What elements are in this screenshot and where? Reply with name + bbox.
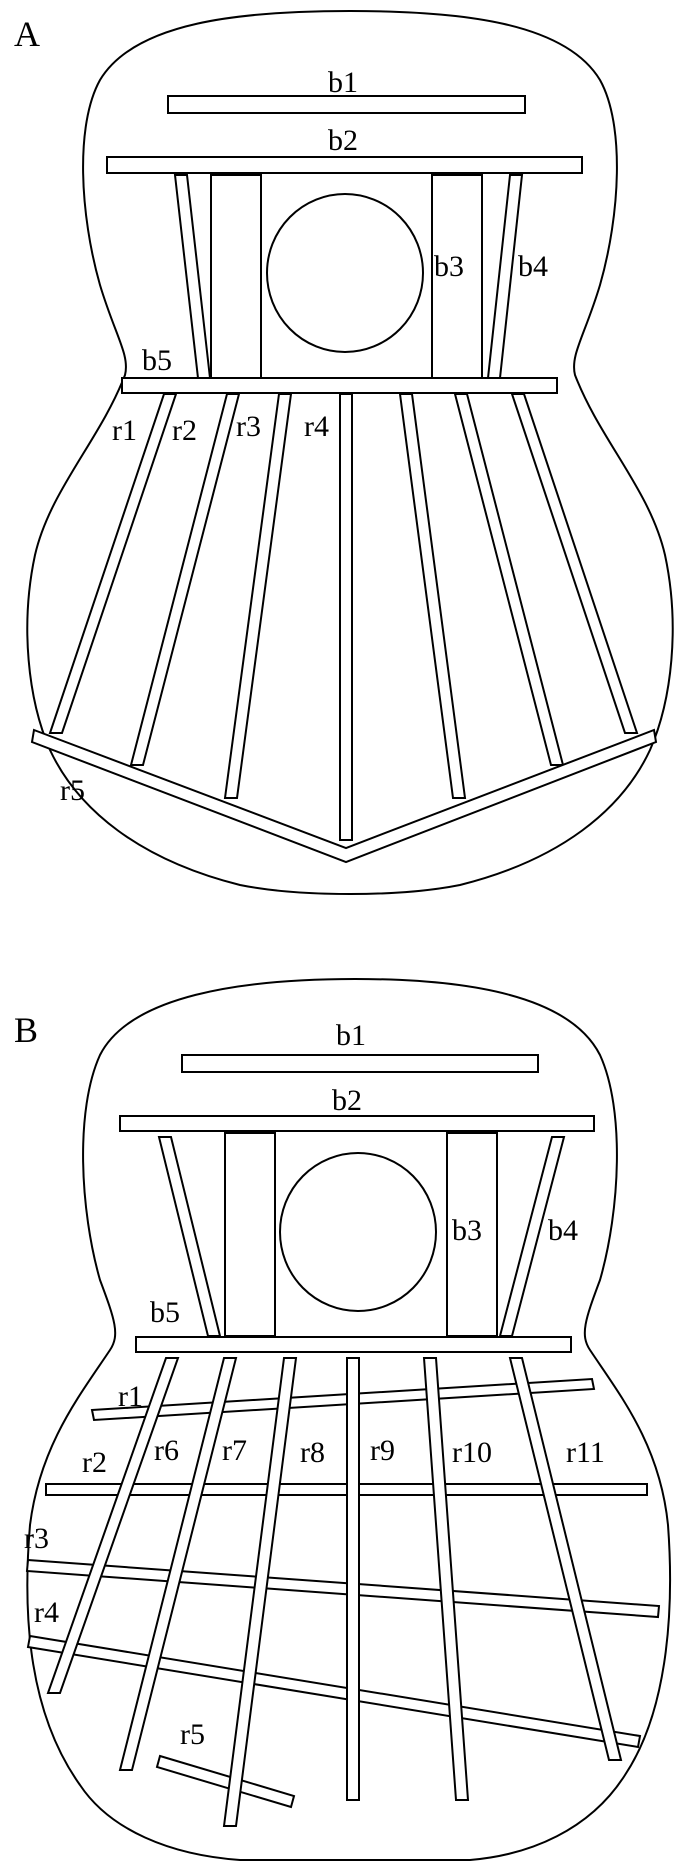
panel-b-label-r2: r2 (82, 1446, 107, 1479)
panel-b-strut-r9 (346, 1357, 360, 1801)
panel-a-brace-b2 (106, 156, 583, 174)
panel-a-strut-r2 (129, 393, 241, 766)
panel-a-strut-r4 (339, 393, 353, 841)
panel-a-side-brace-left (210, 174, 262, 379)
panel-a-sound-hole (266, 193, 424, 353)
panel-b-label-b1: b1 (336, 1019, 366, 1052)
panel-b-brace-b2 (119, 1115, 595, 1132)
panel-b-diagonal-brace-left (157, 1136, 222, 1337)
panel-a-brace-b3 (431, 174, 483, 379)
panel-a-label-b4: b4 (518, 250, 548, 283)
panel-b-label-b2: b2 (332, 1084, 362, 1117)
panel-b-brace-r4 (26, 1634, 642, 1749)
panel-b-brace-r5 (155, 1754, 296, 1809)
panel-a-label-r5: r5 (60, 774, 85, 807)
panel-a-label-r3: r3 (236, 410, 261, 443)
panel-a-label-b5: b5 (142, 344, 172, 377)
panel-a-strut-r3 (223, 393, 293, 799)
panel-b-label-r5: r5 (180, 1718, 205, 1751)
panel-b-side-brace-left (224, 1132, 276, 1337)
panel-b-sound-hole (279, 1152, 437, 1312)
panel-a-label-r4: r4 (304, 410, 329, 443)
panel-a-strut-far-right (510, 393, 639, 734)
panel-b-strut-r11 (508, 1357, 623, 1761)
panel-b-label-b4: b4 (548, 1214, 578, 1247)
panel-a-label-b3: b3 (434, 250, 464, 283)
panel-b-label-r10: r10 (452, 1436, 492, 1469)
panel-b-label: B (14, 1010, 38, 1050)
panel-a-strut-right (453, 393, 565, 766)
panel-b-label-r8: r8 (300, 1436, 325, 1469)
panel-b-label-r7: r7 (222, 1434, 247, 1467)
panel-b: B b1 b2 b3 b4 b5 r1 r2 r3 r4 (14, 978, 672, 1861)
panel-a-label-r2: r2 (172, 414, 197, 447)
panel-a-label-b1: b1 (328, 66, 358, 99)
panel-a-brace-b5 (121, 377, 558, 394)
panel-b-strut-r10 (422, 1357, 470, 1801)
panel-a-brace-b4 (486, 174, 524, 379)
panel-b-label-r4: r4 (34, 1596, 59, 1629)
panel-a-label-r1: r1 (112, 414, 137, 447)
panel-b-label-b3: b3 (452, 1214, 482, 1247)
panel-a-brace-b1 (167, 95, 526, 114)
panel-b-strut-r7 (118, 1357, 238, 1771)
panel-b-label-r3: r3 (24, 1522, 49, 1555)
panel-b-label-b5: b5 (150, 1296, 180, 1329)
panel-b-label-r1: r1 (118, 1380, 143, 1413)
panel-a-label: A (14, 14, 40, 54)
panel-a: A b1 b2 b3 b4 b5 r1 r2 r3 r4 r5 (14, 10, 674, 895)
panel-a-label-b2: b2 (328, 124, 358, 157)
panel-b-brace-b1 (181, 1054, 539, 1073)
panel-b-label-r9: r9 (370, 1434, 395, 1467)
panel-b-strut-r6 (46, 1357, 180, 1694)
panel-a-brace-r5 (30, 728, 658, 864)
panel-b-brace-b4 (498, 1136, 566, 1337)
panel-a-strut-r1 (48, 393, 178, 734)
panel-a-body-outline (26, 10, 674, 895)
panel-a-strut-center-right (398, 393, 467, 799)
panel-b-body-outline (26, 978, 672, 1861)
panel-b-label-r6: r6 (154, 1434, 179, 1467)
panel-b-strut-r8 (222, 1357, 298, 1827)
panel-b-brace-b5 (135, 1336, 572, 1353)
panel-a-diagonal-brace-left (173, 174, 212, 379)
panel-b-label-r11: r11 (566, 1436, 605, 1469)
panel-b-brace-b3 (446, 1132, 498, 1337)
